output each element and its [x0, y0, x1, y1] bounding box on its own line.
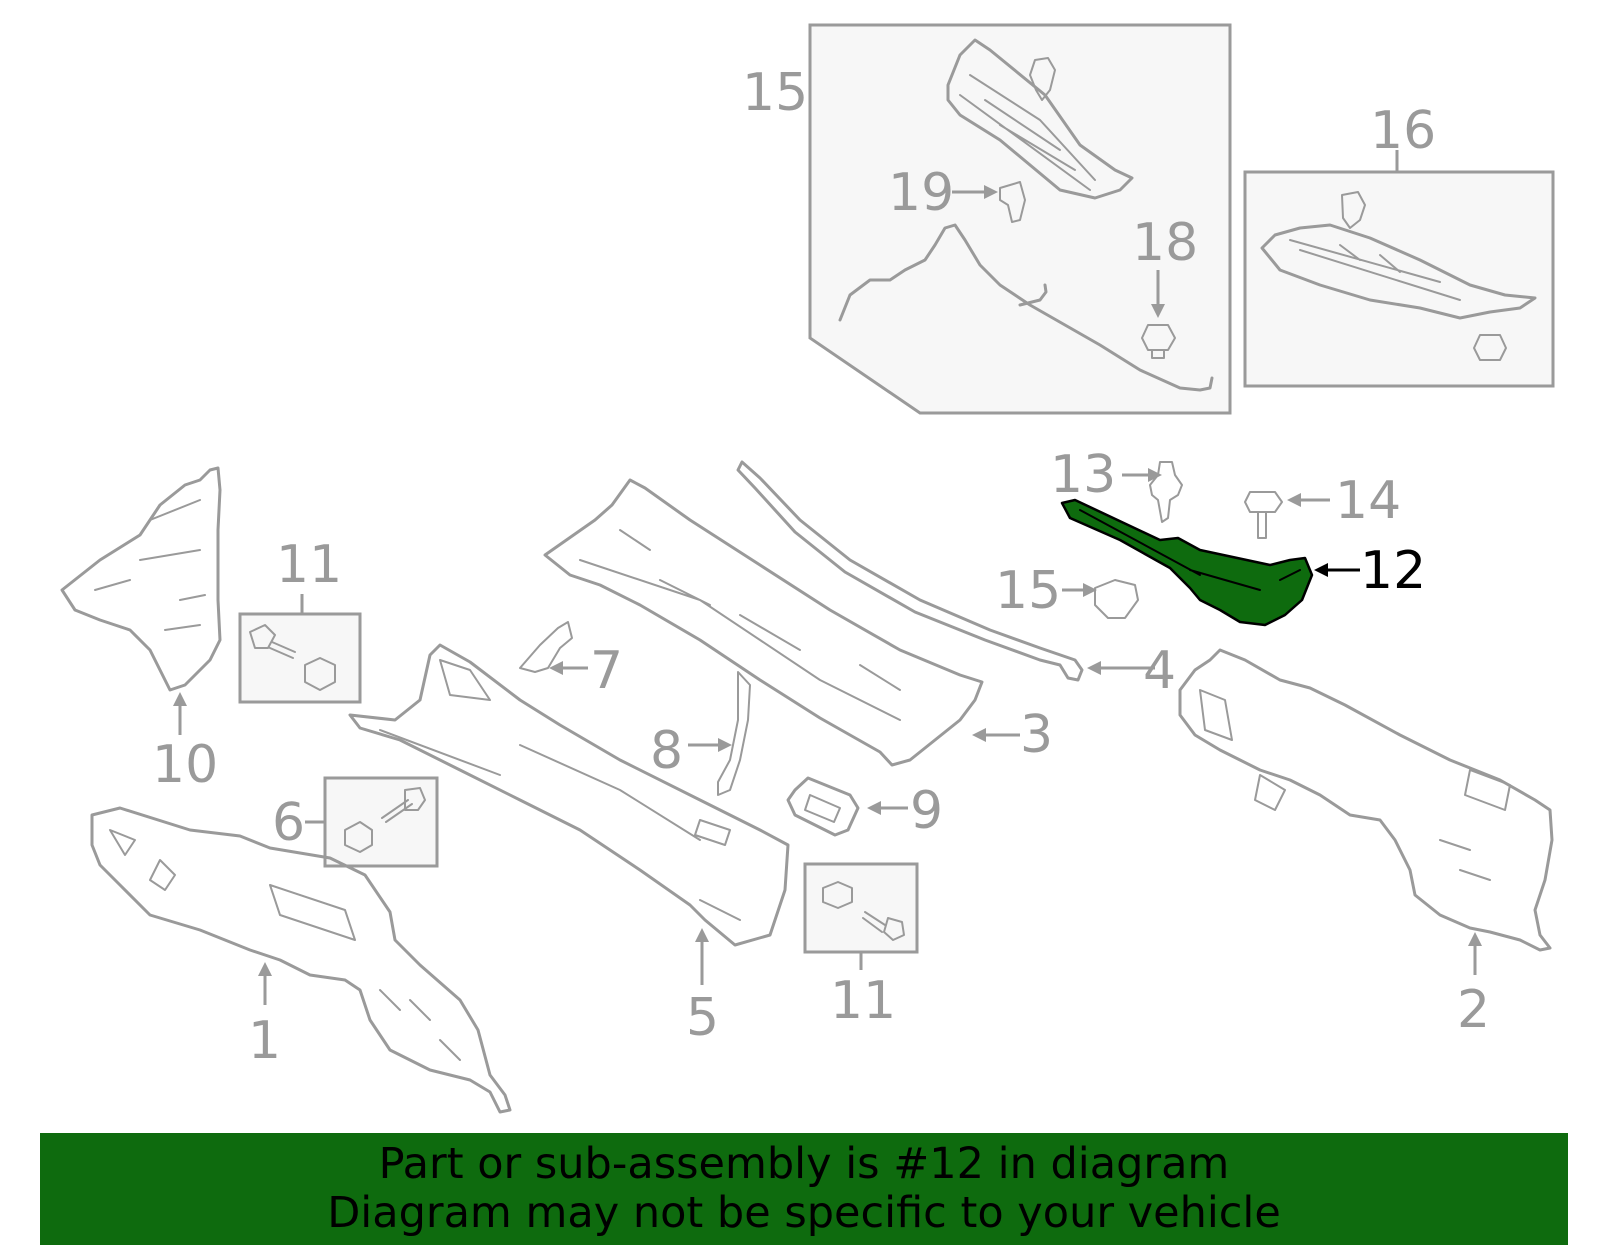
part-12-highlighted[interactable] — [1060, 498, 1314, 627]
callout-4: 4 — [1143, 641, 1176, 701]
part-19-group: 19 — [888, 163, 1026, 223]
part-14-group: 14 — [1244, 471, 1401, 539]
part-6-nut[interactable] — [344, 821, 373, 853]
callout-12: 12 — [1360, 541, 1426, 601]
callout-6: 6 — [272, 793, 305, 853]
part-11a-box — [238, 612, 362, 704]
callout-13: 13 — [1050, 445, 1116, 505]
callout-7: 7 — [590, 641, 623, 701]
part-11b-group: 11 — [803, 862, 919, 1031]
part-11b-nut[interactable] — [822, 881, 853, 909]
part-15-grommet[interactable] — [1094, 579, 1139, 619]
part-2-panel[interactable] — [1178, 648, 1554, 952]
part-16-cowl-panel[interactable] — [946, 38, 1134, 200]
part-11b-bolt[interactable] — [862, 911, 905, 941]
part-4-seal[interactable] — [736, 460, 1084, 682]
banner-line-2: Diagram may not be specific to your vehi… — [327, 1188, 1281, 1238]
part-18-clip[interactable] — [1141, 324, 1176, 359]
part-11b-box — [803, 862, 919, 954]
part-5-panel[interactable] — [348, 643, 790, 947]
callout-3: 3 — [1020, 705, 1053, 765]
part-8-bracket[interactable] — [717, 671, 751, 796]
part-13-group: 13 — [1050, 445, 1183, 523]
banner-line-1: Part or sub-assembly is #12 in diagram — [378, 1139, 1230, 1189]
part-3-panel[interactable] — [543, 478, 984, 767]
callout-9: 9 — [910, 781, 943, 841]
part-15-group: 15 — [995, 561, 1139, 621]
part-8-group: 8 — [650, 671, 751, 796]
part-4-group: 4 — [736, 460, 1176, 701]
part-5-group: 5 — [348, 643, 790, 1048]
part-17-cowl-cover[interactable] — [1260, 223, 1537, 320]
part-13-clip[interactable] — [1149, 461, 1183, 523]
part-6-bolt[interactable] — [381, 787, 426, 823]
callout-18: 18 — [1132, 213, 1198, 273]
part-1-panel[interactable] — [90, 806, 512, 1114]
callout-10: 10 — [152, 735, 218, 795]
part-6-box — [323, 776, 439, 868]
callout-1: 1 — [248, 1011, 281, 1071]
callout-19: 19 — [888, 163, 954, 223]
part-1-group: 1 — [90, 806, 512, 1114]
callout-8: 8 — [650, 721, 683, 781]
callout-11a: 11 — [276, 535, 342, 595]
part-10-panel[interactable] — [60, 466, 222, 692]
info-banner: Part or sub-assembly is #12 in diagram D… — [40, 1133, 1568, 1245]
callout-14: 14 — [1335, 471, 1401, 531]
part-6-group: 6 — [272, 776, 439, 868]
part-11a-bolt[interactable] — [249, 624, 296, 659]
callout-5: 5 — [686, 988, 719, 1048]
part-9-grommet[interactable] — [786, 776, 860, 837]
part-12-group: 12 — [1060, 498, 1426, 627]
callout-16: 15 — [742, 63, 808, 123]
part-14-bolt[interactable] — [1244, 491, 1283, 539]
part-9-group: 9 — [786, 776, 943, 841]
part-16-hose — [838, 223, 1214, 392]
callout-15: 15 — [995, 561, 1061, 621]
callout-11b: 11 — [830, 971, 896, 1031]
part-7-group: 7 — [519, 621, 623, 701]
part-7-bracket[interactable] — [519, 621, 573, 673]
part-10-group: 10 — [60, 466, 222, 795]
callout-2: 2 — [1457, 980, 1490, 1040]
callout-17: 16 — [1370, 101, 1436, 161]
part-11a-nut[interactable] — [304, 657, 336, 691]
part-3-group: 3 — [543, 478, 1053, 767]
part-17-group: 16 — [1243, 101, 1555, 388]
part-11a-group: 11 — [238, 535, 362, 704]
part-19-clip[interactable] — [999, 181, 1026, 223]
part-17-box — [1243, 170, 1555, 388]
part-2-group: 2 — [1178, 648, 1554, 1040]
part-18-group: 18 — [1132, 213, 1198, 359]
